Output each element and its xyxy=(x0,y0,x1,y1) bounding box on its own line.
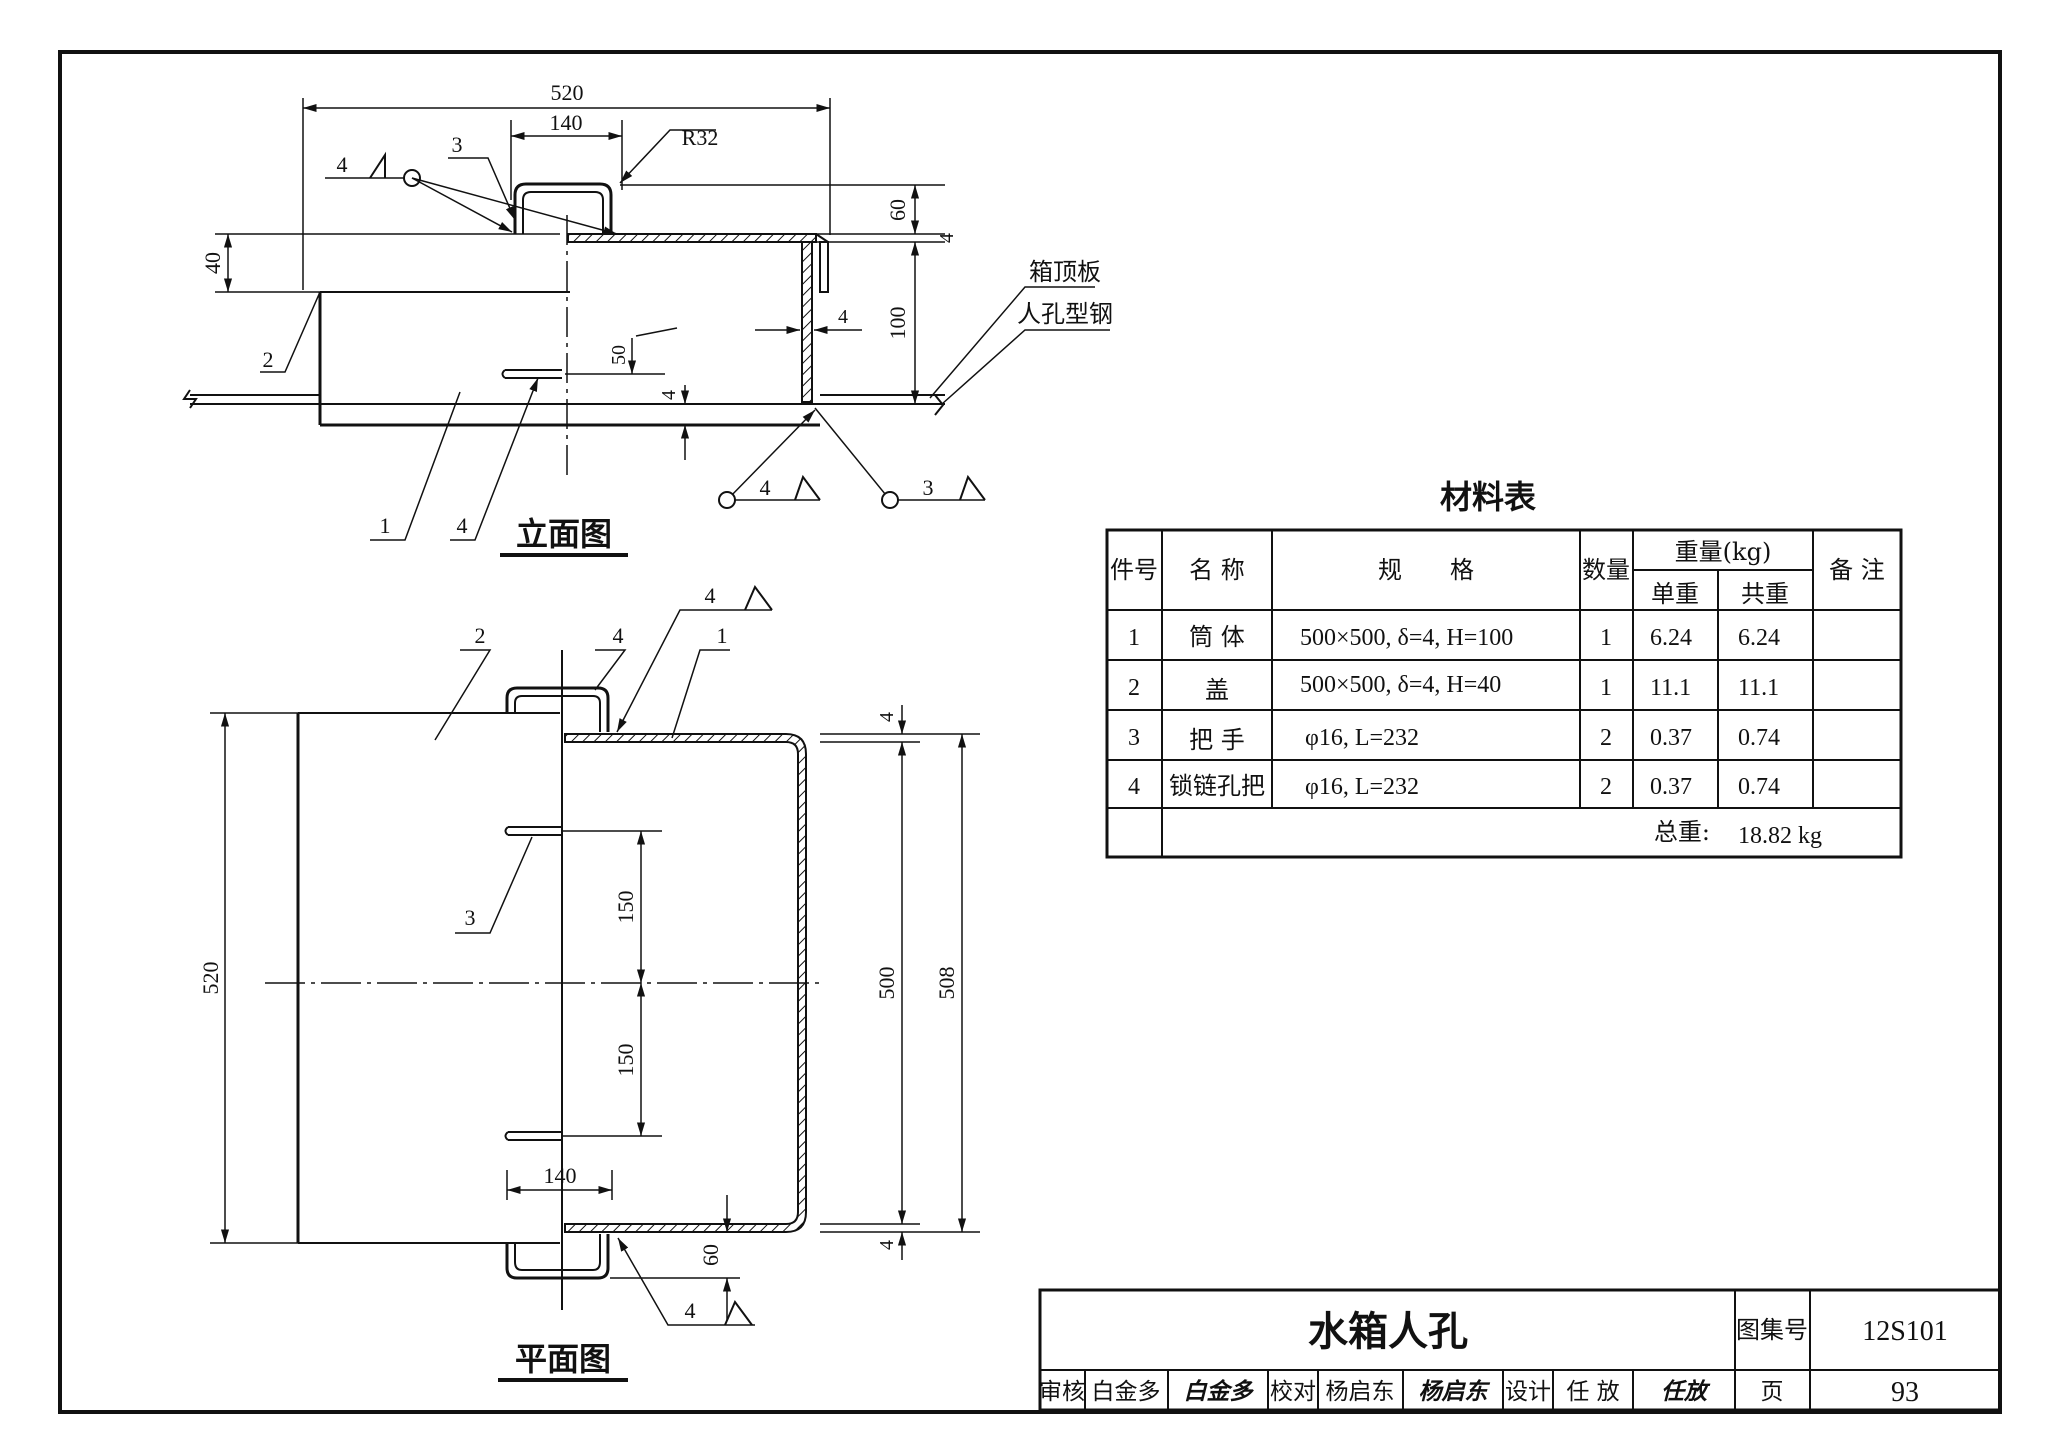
dim-thickness-bottom: 4 xyxy=(658,390,680,400)
header-weight: 重量(kg) xyxy=(1675,538,1772,566)
checker-signature: 杨启东 xyxy=(1419,1378,1491,1405)
callout-2: 2 xyxy=(263,347,274,372)
header-note: 备 注 xyxy=(1829,556,1885,584)
elevation-texts: 520 140 R32 40 60 4 100 4 50 4 箱顶板 人孔型钢 … xyxy=(200,80,1113,553)
total-weight-value: 18.82 kg xyxy=(1738,823,1822,849)
plan-title: 平面图 xyxy=(515,1340,611,1378)
dim-wall-height: 100 xyxy=(885,307,910,340)
row2-spec: 500×500, δ=4, H=40 xyxy=(1300,672,1501,698)
row3-qty: 2 xyxy=(1600,725,1612,751)
dim-lock-offset: 50 xyxy=(608,345,630,365)
reviewer-name: 白金多 xyxy=(1092,1379,1161,1405)
elevation-title: 立面图 xyxy=(516,515,612,553)
designer-name: 任 放 xyxy=(1566,1379,1619,1405)
weld-callout-4-top: 4 xyxy=(337,152,348,177)
weld-callout-4-bottom: 4 xyxy=(760,475,771,500)
label-tank-top-plate: 箱顶板 xyxy=(1029,258,1101,286)
row2-total: 11.1 xyxy=(1738,675,1779,701)
row1-name: 筒 体 xyxy=(1189,623,1245,651)
dim-handle-width-plan: 140 xyxy=(544,1163,577,1188)
row3-unit: 0.37 xyxy=(1650,725,1692,751)
row4-no: 4 xyxy=(1128,774,1140,800)
dim-thickness-top-plan: 4 xyxy=(876,712,898,722)
dim-thickness-bottom-plan: 4 xyxy=(876,1240,898,1250)
plan-view xyxy=(210,585,980,1382)
reviewer-signature: 白金多 xyxy=(1184,1378,1255,1405)
callout-4-lock: 4 xyxy=(457,513,468,538)
row1-no: 1 xyxy=(1128,625,1140,651)
row3-no: 3 xyxy=(1128,725,1140,751)
weld-callout-3-bottom: 3 xyxy=(923,475,934,500)
row3-total: 0.74 xyxy=(1738,725,1780,751)
plan-weld-callout-4-bottom: 4 xyxy=(685,1298,696,1323)
row3-name: 把 手 xyxy=(1189,726,1245,754)
row2-unit: 11.1 xyxy=(1650,675,1691,701)
dim-thickness-wall: 4 xyxy=(838,306,848,328)
check-label: 校对 xyxy=(1270,1379,1316,1405)
review-label: 审核 xyxy=(1039,1379,1085,1405)
header-qty: 数量 xyxy=(1582,556,1630,584)
header-no: 件号 xyxy=(1110,556,1158,584)
row1-unit: 6.24 xyxy=(1650,625,1692,651)
page-label: 页 xyxy=(1761,1379,1784,1405)
row2-qty: 1 xyxy=(1600,675,1612,701)
plan-callout-3: 3 xyxy=(465,905,476,930)
row1-total: 6.24 xyxy=(1738,625,1780,651)
plan-callout-1: 1 xyxy=(717,623,728,648)
sheet-border xyxy=(58,50,2002,1414)
materials-table: 材料表 件号 名 称 规 格 数量 重量(kg) 单重 共重 备 注 1 xyxy=(1105,478,1903,859)
drawing-title: 水箱人孔 xyxy=(1308,1309,1468,1355)
row4-spec: φ16, L=232 xyxy=(1305,774,1419,800)
row4-qty: 2 xyxy=(1600,774,1612,800)
header-unit-weight: 单重 xyxy=(1651,580,1699,608)
callout-1: 1 xyxy=(380,513,391,538)
designer-signature: 任放 xyxy=(1661,1378,1711,1405)
plan-weld-callout-4: 4 xyxy=(705,583,716,608)
label-manhole-steel: 人孔型钢 xyxy=(1017,300,1113,328)
row4-name: 锁链孔把 xyxy=(1169,772,1265,800)
atlas-label: 图集号 xyxy=(1736,1316,1808,1344)
total-weight-label: 总重: xyxy=(1654,818,1710,846)
title-block: 水箱人孔 图集号 12S101 审核 白金多 白金多 校对 杨启东 杨启东 设计… xyxy=(1038,1288,2002,1412)
row3-spec: φ16, L=232 xyxy=(1305,725,1419,751)
dim-radius: R32 xyxy=(682,125,719,150)
row2-no: 2 xyxy=(1128,675,1140,701)
dim-overall-width: 520 xyxy=(551,80,584,105)
atlas-number: 12S101 xyxy=(1862,1316,1948,1347)
row2-name: 盖 xyxy=(1205,676,1229,704)
callout-3: 3 xyxy=(452,132,463,157)
dim-handle-height-plan: 60 xyxy=(698,1244,723,1266)
elevation-view xyxy=(182,98,1110,557)
header-total-weight: 共重 xyxy=(1741,580,1789,608)
header-name: 名 称 xyxy=(1189,556,1245,584)
materials-title: 材料表 xyxy=(1440,478,1536,516)
row1-qty: 1 xyxy=(1600,625,1612,651)
page-number: 93 xyxy=(1891,1377,1919,1408)
dim-lid-size: 520 xyxy=(198,962,223,995)
plan-texts: 520 150 150 500 508 4 4 140 60 2 4 4 1 3… xyxy=(198,583,959,1378)
dim-handle-width: 140 xyxy=(550,110,583,135)
row1-spec: 500×500, δ=4, H=100 xyxy=(1300,625,1513,651)
dim-lid-height: 40 xyxy=(200,252,225,274)
dim-handle-height: 60 xyxy=(885,199,910,221)
dim-thickness-top: 4 xyxy=(936,233,958,243)
dim-outer-size: 508 xyxy=(934,967,959,1000)
design-label: 设计 xyxy=(1505,1379,1551,1405)
plan-callout-2: 2 xyxy=(475,623,486,648)
checker-name: 杨启东 xyxy=(1326,1379,1395,1405)
dim-handle-space-bottom: 150 xyxy=(613,1044,638,1077)
header-spec: 规 格 xyxy=(1378,556,1474,584)
dim-handle-space-top: 150 xyxy=(613,891,638,924)
row4-total: 0.74 xyxy=(1738,774,1780,800)
plan-callout-4-handle: 4 xyxy=(613,623,624,648)
dim-inner-size: 500 xyxy=(874,967,899,1000)
row4-unit: 0.37 xyxy=(1650,774,1692,800)
